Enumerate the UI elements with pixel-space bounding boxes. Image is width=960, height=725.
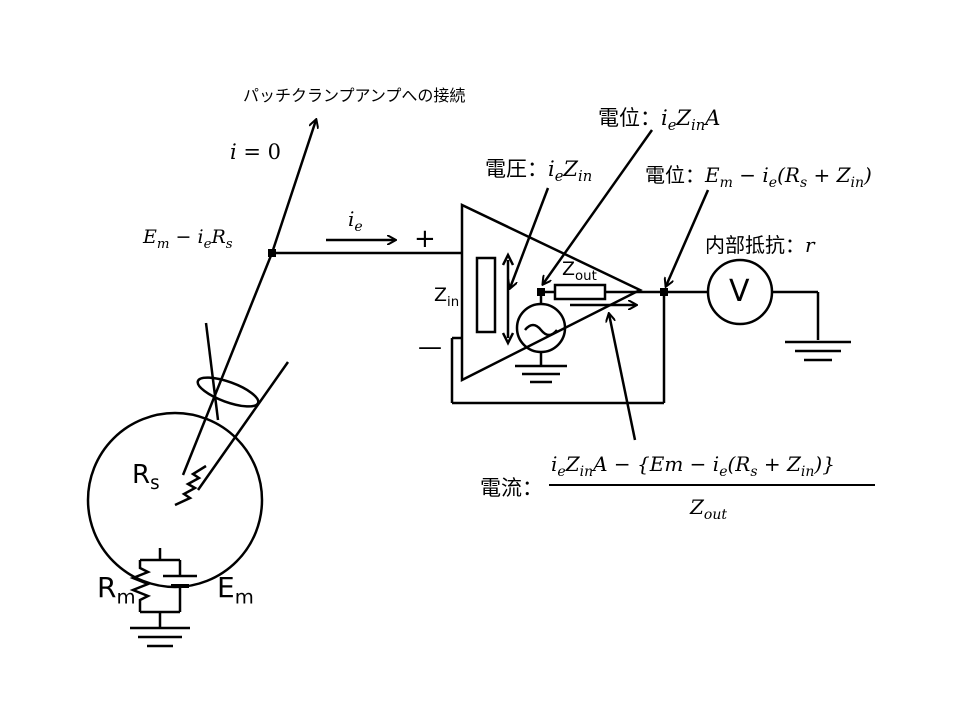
potential1-i: i xyxy=(661,106,668,130)
em-cell-e: E xyxy=(217,571,235,604)
current-num-e: e xyxy=(557,464,566,480)
i-zero-label: i = 0 xyxy=(230,140,281,164)
voltage-e: e xyxy=(554,168,564,186)
connection-label: パッチクランプアンプへの接続 xyxy=(243,86,466,105)
current-prefix: 電流： xyxy=(480,476,543,500)
current-num-rest1: A − {Em − i xyxy=(593,452,720,476)
em-cell-sub: m xyxy=(234,585,254,609)
current-num-rest4: )} xyxy=(814,452,835,476)
potential2-annotation-arrow xyxy=(666,189,710,286)
rs-resistor-zigzag xyxy=(174,464,207,507)
resistance-prefix: 内部抵抗： xyxy=(705,233,805,257)
current-num-rest3: + Z xyxy=(757,452,801,476)
rs-cell-sub: s xyxy=(150,473,160,495)
rm-r: R xyxy=(97,571,117,604)
potential2-annotation: 電位：Em − ie(Rs + Zin) xyxy=(645,159,872,191)
potential2-prefix: 電位： xyxy=(645,163,705,187)
current-annotation-arrow xyxy=(609,314,637,441)
potential1-a: A xyxy=(705,106,721,130)
electrode-tip-ellipse xyxy=(196,376,260,408)
current-num-in2: in xyxy=(800,464,815,480)
zin-z: Z xyxy=(434,284,448,306)
potential2-close: ) xyxy=(864,163,872,187)
zout-resistor xyxy=(553,283,607,301)
current-num-z: Z xyxy=(565,452,580,476)
ie-label: ie xyxy=(348,207,363,235)
plus-sign: + xyxy=(414,224,436,254)
ac-source-wave xyxy=(524,323,558,337)
i-zero-rest: = 0 xyxy=(236,140,282,164)
ac-source xyxy=(515,302,567,354)
voltage-i: i xyxy=(548,157,555,181)
rm-sub: m xyxy=(116,585,136,609)
rs-cell-label: Rs xyxy=(132,460,160,494)
current-den-z: Z xyxy=(690,495,704,519)
em-e: E xyxy=(143,226,157,248)
potential2-e-sub: e xyxy=(768,175,778,191)
potential1-z: Z xyxy=(676,106,692,130)
potential1-e: e xyxy=(667,117,677,135)
s-sub: s xyxy=(225,236,233,252)
current-den-out: out xyxy=(703,507,727,523)
i-zero-i: i xyxy=(230,140,237,164)
potential2-plus: + Z xyxy=(807,163,851,187)
ie-i: i xyxy=(348,207,355,231)
zin-sub: in xyxy=(447,294,460,310)
em-sub: m xyxy=(156,236,170,252)
em-cell-label: Em xyxy=(217,571,254,609)
voltage-z: Z xyxy=(563,157,579,181)
current-num-rest2: (R xyxy=(727,452,751,476)
potential2-e: E xyxy=(705,163,720,187)
potential2-s: s xyxy=(799,175,808,191)
electrode-line-left xyxy=(204,322,220,421)
rs-r: R xyxy=(211,226,226,248)
potential1-annotation: 電位：ieZinA xyxy=(598,102,720,134)
ie-sub: e xyxy=(354,219,363,235)
electrode-line-right xyxy=(196,361,290,491)
voltage-prefix: 電圧： xyxy=(485,157,548,181)
wire-connection-arrow xyxy=(270,120,316,254)
rm-label: Rm xyxy=(97,571,136,609)
voltmeter-label: V xyxy=(729,274,750,309)
zout-sub: out xyxy=(575,268,597,284)
current-num-s: s xyxy=(750,464,758,480)
potential2-in: in xyxy=(850,175,865,191)
current-num-in: in xyxy=(579,464,594,480)
resistance-r: r xyxy=(805,233,815,257)
junction-dot-output xyxy=(660,288,668,296)
e-sub: e xyxy=(203,236,212,252)
rm-resistor-zigzag xyxy=(129,560,152,612)
potential1-annotation-arrow xyxy=(543,129,654,284)
voltage-annotation-arrow xyxy=(510,187,550,288)
voltage-in: in xyxy=(578,168,593,186)
zin-label: Zin xyxy=(434,284,459,310)
wire-to-junction xyxy=(181,252,274,476)
em-ie-rs-label: Em − ieRs xyxy=(143,226,233,252)
current-denominator: Zout xyxy=(690,495,727,523)
zin-resistor xyxy=(475,256,497,334)
potential1-prefix: 電位： xyxy=(598,106,661,130)
current-num-e2: e xyxy=(719,464,728,480)
zout-z: Z xyxy=(562,258,576,280)
junction-dot-zin xyxy=(537,288,545,296)
potential1-in: in xyxy=(691,117,706,135)
resistance-annotation: 内部抵抗：r xyxy=(705,229,815,258)
current-num-i: i xyxy=(551,452,558,476)
zout-label: Zout xyxy=(562,258,597,284)
current-fraction-bar xyxy=(549,484,875,486)
current-numerator: ieZinA − {Em − ie(Rs + Zin)} xyxy=(551,452,835,480)
potential2-paren: (R xyxy=(777,163,800,187)
voltage-annotation: 電圧：ieZin xyxy=(485,153,592,185)
potential2-m: m xyxy=(719,175,733,191)
junction-dot-electrode xyxy=(268,249,276,257)
rs-cell-r: R xyxy=(132,460,151,490)
minus-sign: — xyxy=(418,333,442,361)
minus-ie: − i xyxy=(169,226,204,248)
potential2-minus: − i xyxy=(732,163,769,187)
